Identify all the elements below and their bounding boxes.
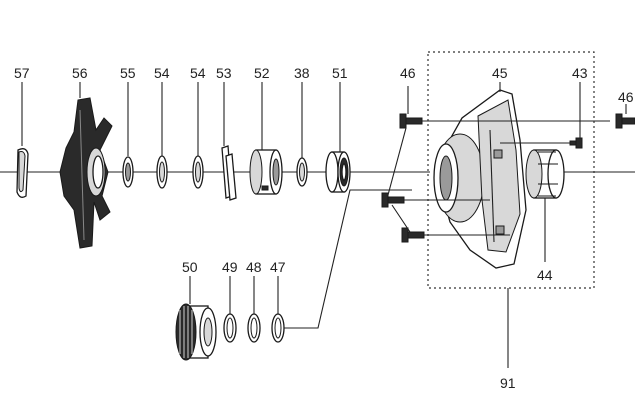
- part-54-washer-a: [156, 155, 168, 189]
- label-50: 50: [182, 259, 198, 275]
- label-55: 55: [120, 65, 136, 81]
- part-51-bearing: [325, 151, 351, 193]
- label-56: 56: [72, 65, 88, 81]
- part-46-screw-mid: [381, 192, 405, 208]
- part-46-screw-top: [399, 113, 423, 129]
- part-55-washer: [122, 156, 134, 188]
- part-44-gear: [525, 149, 565, 199]
- label-38: 38: [294, 65, 310, 81]
- label-54-a: 54: [154, 65, 170, 81]
- label-48: 48: [246, 259, 262, 275]
- label-52: 52: [254, 65, 270, 81]
- part-38-ring: [296, 157, 308, 187]
- label-47: 47: [270, 259, 286, 275]
- label-54-b: 54: [190, 65, 206, 81]
- part-57-clip: [16, 148, 29, 198]
- part-46-screw-bottom: [401, 227, 425, 243]
- part-52-collar: [249, 149, 283, 195]
- part-53-spring-washer: [221, 145, 237, 201]
- part-56-star-drag: [59, 97, 113, 249]
- part-49-ring: [223, 313, 237, 343]
- label-51: 51: [332, 65, 348, 81]
- label-57: 57: [14, 65, 30, 81]
- label-49: 49: [222, 259, 238, 275]
- part-48-ring: [247, 313, 261, 343]
- part-54-washer-b: [192, 155, 204, 189]
- label-43: 43: [572, 65, 588, 81]
- leader-46a-bottom: [391, 204, 411, 233]
- part-43-small-screw: [569, 137, 583, 149]
- label-91: 91: [500, 375, 516, 391]
- label-46-a: 46: [400, 65, 416, 81]
- label-46-b: 46: [618, 89, 634, 105]
- label-53: 53: [216, 65, 232, 81]
- part-46-screw-right: [615, 113, 635, 129]
- label-44: 44: [537, 267, 553, 283]
- label-45: 45: [492, 65, 508, 81]
- part-47-ring: [271, 313, 285, 343]
- leader-ring-group-to-screw: [284, 189, 412, 329]
- assembly-group-box: [427, 51, 595, 289]
- part-50-knurled-nut: [175, 303, 217, 361]
- leader-46a-mid: [387, 127, 407, 196]
- part-45-side-plate: [433, 89, 527, 269]
